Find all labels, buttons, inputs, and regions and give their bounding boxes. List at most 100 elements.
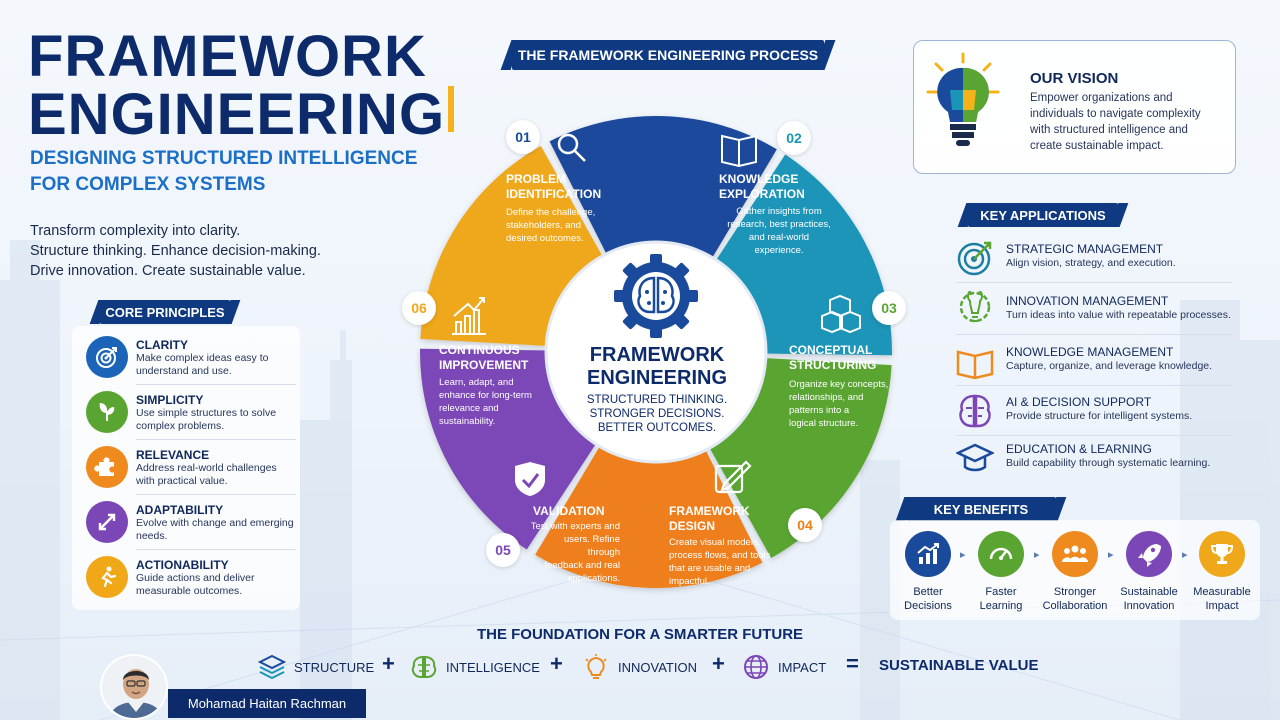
speedometer-icon: [978, 531, 1024, 577]
benefit-label-line: Innovation: [1123, 600, 1175, 612]
foundation-item-intelligence: INTELLIGENCE: [410, 652, 540, 682]
page-title-line2: ENGINEERING: [28, 82, 446, 147]
process-cycle-diagram: [420, 116, 892, 589]
center-line: BETTER OUTCOMES.: [597, 422, 717, 434]
application-desc: Align vision, strategy, and execution.: [1006, 257, 1176, 269]
benefit-label-line: Decisions: [904, 600, 952, 612]
foundation-item-structure: STRUCTURE: [258, 652, 374, 682]
lightbulb-icon: [585, 654, 607, 679]
avatar: [100, 654, 168, 720]
chart-up-icon: [905, 531, 951, 577]
target-icon: [86, 336, 128, 378]
target-icon: [957, 241, 992, 276]
foundation-item-impact: IMPACT: [742, 652, 826, 682]
step-number-03: 03: [872, 291, 906, 325]
rocket-icon: [1126, 531, 1172, 577]
book-icon: [956, 350, 994, 380]
key-applications-heading-label: KEY APPLICATIONS: [980, 207, 1106, 223]
principle-desc: Address real-world challenges with pract…: [136, 462, 277, 487]
step-04-title: FRAMEWORK DESIGN: [669, 504, 750, 534]
step-title-line: PROBLEM: [506, 172, 566, 186]
application-title: AI & DECISION SUPPORT: [1006, 395, 1152, 409]
step-desc-line: relevance and: [439, 403, 499, 414]
cubes-icon: [821, 294, 861, 334]
benefit-label-line: Faster: [985, 586, 1017, 598]
process-heading: THE FRAMEWORK ENGINEERING PROCESS: [512, 40, 824, 70]
foundation-title: THE FOUNDATION FOR A SMARTER FUTURE: [476, 626, 804, 643]
runner-icon: [86, 556, 128, 598]
leaf-icon: [86, 391, 128, 433]
application-knowledge-management: KNOWLEDGE MANAGEMENT Capture, organize, …: [956, 338, 1234, 386]
tagline-line: Structure thinking. Enhance decision-mak…: [30, 243, 321, 259]
key-applications-heading: KEY APPLICATIONS: [968, 203, 1118, 227]
application-desc: Capture, organize, and leverage knowledg…: [1006, 360, 1213, 372]
principle-relevance: RELEVANCE Address real-world challenges …: [86, 442, 296, 495]
lightbulb-icon: [926, 52, 1000, 146]
step-desc-line: logical structure.: [789, 418, 859, 429]
plus-sign: +: [712, 651, 725, 676]
arrow-right-icon: ▸: [1108, 549, 1114, 561]
arrow-right-icon: ▸: [1182, 549, 1188, 561]
shield-check-icon: [515, 462, 545, 496]
step-title-line: CONTINUOUS: [439, 343, 520, 357]
cycle-segment-06: [420, 145, 605, 347]
cycle-segment-04: [535, 443, 763, 589]
step-desc-line: that are usable and: [669, 563, 751, 574]
core-principles-heading: CORE PRINCIPLES: [100, 300, 230, 324]
center-subtitle: STRUCTURED THINKING. STRONGER DECISIONS.…: [560, 393, 754, 435]
benefit-label-line: Better: [913, 586, 943, 598]
step-title-line: STRUCTURING: [789, 358, 877, 372]
step-06-desc: Learn, adapt, and enhance for long-term …: [439, 376, 532, 428]
step-desc-line: Define the challenge,: [506, 207, 596, 218]
foundation-item-innovation: INNOVATION: [582, 652, 697, 682]
tagline-line: Transform complexity into clarity.: [30, 223, 241, 239]
application-strategic-management: STRATEGIC MANAGEMENT Align vision, strat…: [956, 235, 1234, 283]
principle-title: ACTIONABILITY: [136, 558, 229, 572]
divider: [956, 334, 1232, 335]
step-desc-line: Gather insights from: [736, 206, 822, 217]
step-desc-line: desired outcomes.: [506, 233, 584, 244]
step-desc-line: process flows, and tools: [669, 550, 771, 561]
step-title-line: CONCEPTUAL: [789, 343, 873, 357]
page-subtitle: DESIGNING STRUCTURED INTELLIGENCE FOR CO…: [30, 146, 450, 198]
title-accent-bar: [448, 86, 454, 132]
step-title-line: VALIDATION: [533, 504, 605, 518]
divider: [956, 282, 1232, 283]
application-title: KNOWLEDGE MANAGEMENT: [1006, 345, 1174, 359]
application-innovation-management: INNOVATION MANAGEMENT Turn ideas into va…: [956, 287, 1234, 335]
step-desc-line: relationships, and: [789, 392, 864, 403]
cycle-segment-01: [549, 116, 777, 261]
step-number-04: 04: [788, 508, 822, 542]
divider: [136, 549, 296, 550]
principle-desc: Guide actions and deliver measurable out…: [136, 572, 255, 597]
principle-desc: Evolve with change and emerging needs.: [136, 517, 294, 542]
puzzle-icon: [86, 446, 128, 488]
principle-title: ADAPTABILITY: [136, 503, 224, 517]
foundation-item-label: IMPACT: [778, 659, 827, 675]
center-line: STRONGER DECISIONS.: [589, 408, 725, 420]
application-title: EDUCATION & LEARNING: [1006, 442, 1152, 456]
principle-title: SIMPLICITY: [136, 393, 204, 407]
step-title-line: EXPLORATION: [719, 187, 805, 201]
foundation-result: SUSTAINABLE VALUE: [879, 657, 1039, 674]
step-desc-line: impactful.: [669, 576, 710, 587]
vision-text: Empower organizations and individuals to…: [1030, 92, 1201, 152]
application-desc: Build capability through systematic lear…: [1006, 457, 1211, 469]
step-title-line: FRAMEWORK: [669, 504, 750, 518]
benefit-label-line: Learning: [979, 600, 1023, 612]
step-04-desc: Create visual models, process flows, and…: [669, 536, 770, 588]
step-03-title: CONCEPTUAL STRUCTURING: [789, 343, 876, 373]
step-number-05: 05: [486, 533, 520, 567]
key-benefits-heading: KEY BENEFITS: [906, 497, 1056, 521]
equals-sign: =: [846, 651, 859, 676]
benefit-label-line: Stronger: [1053, 586, 1097, 598]
plus-sign: +: [382, 651, 395, 676]
foundation-item-label: INNOVATION: [618, 659, 697, 675]
